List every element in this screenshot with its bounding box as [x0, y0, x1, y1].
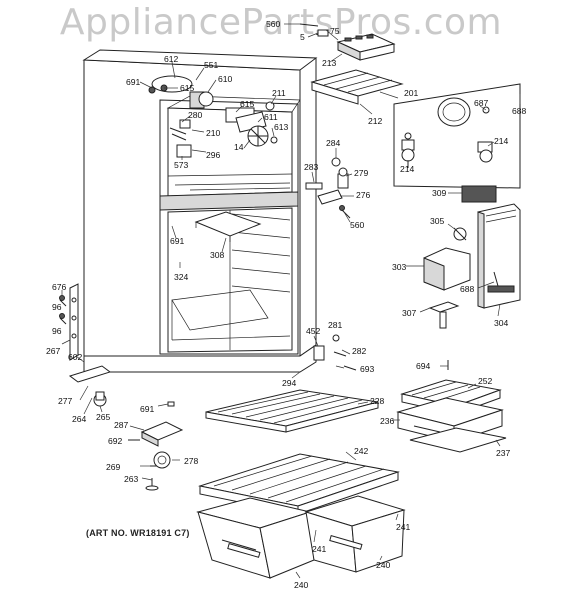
label-324: 324: [174, 272, 189, 282]
label-213: 213: [322, 58, 337, 68]
switch-parts-283-279-276: [305, 157, 351, 219]
label-688: 688: [512, 106, 527, 116]
label-201: 201: [404, 88, 419, 98]
label-692: 692: [108, 436, 123, 446]
label-551: 551: [204, 60, 219, 70]
label-240-b: 240: [376, 560, 391, 570]
label-612: 612: [164, 54, 179, 64]
label-210: 210: [206, 128, 221, 138]
label-676: 676: [52, 282, 67, 292]
label-280: 280: [188, 110, 203, 120]
air-duct-304: [477, 203, 521, 309]
evaporator-fan-assembly: [225, 101, 278, 147]
label-269: 269: [106, 462, 121, 472]
label-228: 228: [370, 396, 385, 406]
label-694: 694: [416, 361, 431, 371]
leader-lines: [61, 23, 521, 579]
label-96: 96: [52, 302, 62, 312]
label-278: 278: [184, 456, 199, 466]
light-socket-housing-213: [299, 23, 396, 61]
label-5: 5: [300, 32, 305, 42]
label-560-b: 560: [350, 220, 365, 230]
label-294: 294: [282, 378, 297, 388]
label-283: 283: [304, 162, 319, 172]
label-305: 305: [430, 216, 445, 226]
freezer-shelf-308: [194, 211, 262, 242]
label-211: 211: [272, 88, 286, 98]
label-602: 602: [68, 352, 83, 362]
label-14: 14: [234, 142, 244, 152]
label-691-b: 691: [170, 236, 185, 246]
leveling-legs: [68, 365, 184, 491]
label-615-b: 615: [240, 99, 255, 109]
label-214-b: 214: [494, 136, 509, 146]
label-277: 277: [58, 396, 73, 406]
label-96-b: 96: [52, 326, 62, 336]
crisper-drawer-right-240: [304, 495, 406, 573]
label-687: 687: [474, 98, 489, 108]
glass-shelf-228: [205, 389, 379, 433]
label-309: 309: [432, 188, 447, 198]
label-287: 287: [114, 420, 129, 430]
label-241: 241: [312, 544, 327, 554]
label-75: 75: [330, 26, 340, 36]
label-281: 281: [328, 320, 343, 330]
label-610: 610: [218, 74, 233, 84]
label-691: 691: [126, 77, 141, 87]
label-264: 264: [72, 414, 87, 424]
meat-pan-cover-237: [409, 427, 507, 453]
label-236: 236: [380, 416, 395, 426]
control-panel-201: [393, 83, 521, 189]
label-242: 242: [354, 446, 369, 456]
label-693: 693: [360, 364, 375, 374]
label-214: 214: [400, 164, 415, 174]
label-560: 560: [266, 19, 281, 29]
label-212: 212: [368, 116, 383, 126]
label-613: 613: [274, 122, 289, 132]
label-276: 276: [356, 190, 371, 200]
label-240: 240: [294, 580, 309, 590]
label-241-b: 241: [396, 522, 411, 532]
label-303: 303: [392, 262, 407, 272]
label-304: 304: [494, 318, 509, 328]
latch-parts-452-281-282: [313, 334, 449, 371]
label-307: 307: [402, 308, 417, 318]
label-573: 573: [174, 160, 189, 170]
label-296: 296: [206, 150, 221, 160]
label-252: 252: [478, 376, 493, 386]
label-308: 308: [210, 250, 225, 260]
label-615: 615: [180, 83, 195, 93]
label-284: 284: [326, 138, 341, 148]
art-number-caption: (ART NO. WR18191 C7): [86, 528, 190, 538]
freezer-control-assembly: [148, 75, 214, 158]
shelf-rails: [231, 213, 291, 293]
label-691-c: 691: [140, 404, 155, 414]
label-452: 452: [306, 326, 321, 336]
refrigerator-cabinet: [69, 49, 318, 373]
label-611: 611: [264, 112, 278, 122]
watermark-logo: AppliancePartsPros.com: [59, 2, 503, 43]
label-267: 267: [46, 346, 61, 356]
label-279: 279: [354, 168, 369, 178]
label-265: 265: [96, 412, 111, 422]
part-number-labels: 560 5 75 213 612 551 691 610 615 201 211…: [46, 19, 527, 590]
label-688-b: 688: [460, 284, 475, 294]
shelf-frame-212: [310, 69, 404, 105]
label-263: 263: [124, 474, 139, 484]
label-237: 237: [496, 448, 511, 458]
crisper-drawer-left-240: [196, 497, 315, 579]
label-309: [461, 185, 497, 203]
damper-control-305-303: [423, 227, 499, 329]
label-282: 282: [352, 346, 367, 356]
